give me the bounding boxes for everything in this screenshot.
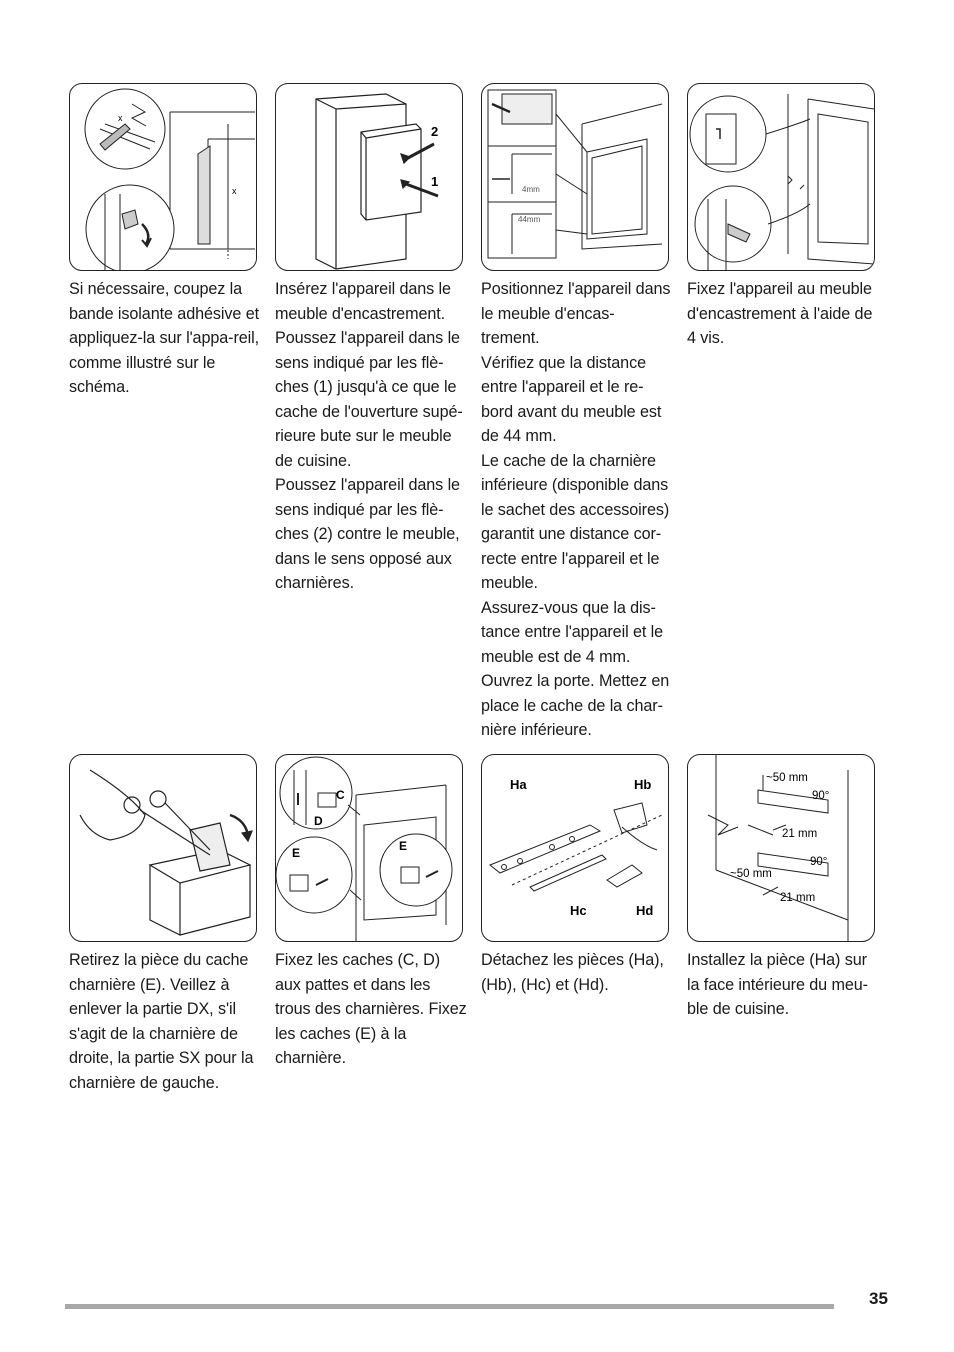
step-3-text: Positionnez l'appareil dans le meuble d'… xyxy=(481,277,673,743)
step-7-text: Détachez les pièces (Ha), (Hb), (Hc) et … xyxy=(481,948,673,997)
step-6-text: Fixez les caches (C, D) aux pattes et da… xyxy=(275,948,467,1071)
label-90deg-top: 90° xyxy=(812,790,829,802)
label-c: C xyxy=(336,788,345,802)
arrow-label-2: 2 xyxy=(431,124,438,139)
label-90deg-bottom: 90° xyxy=(810,856,827,868)
label-21mm-top: 21 mm xyxy=(782,828,817,840)
step-4-paragraph-1: Fixez l'appareil au meuble d'encastremen… xyxy=(687,280,873,347)
label-e-right: E xyxy=(399,839,407,853)
label-ha: Ha xyxy=(510,777,527,792)
illustration-insert-appliance: 2 1 xyxy=(315,93,439,270)
step-5-paragraph-1: Retirez la pièce du cache charnière (E).… xyxy=(69,951,254,1092)
label-21mm-bottom: 21 mm xyxy=(780,892,815,904)
illustration-insulating-strip: x x xyxy=(84,88,255,270)
figure-insert-appliance: 2 1 xyxy=(275,83,463,271)
figure-fix-hinge-caps: C D E E xyxy=(275,754,463,942)
step-2-text: Insérez l'appareil dans le meuble d'enca… xyxy=(275,277,467,596)
step-2-paragraph-1: Insérez l'appareil dans le meuble d'enca… xyxy=(275,280,463,470)
step-1-text: Si nécessaire, coupez la bande isolante … xyxy=(69,277,261,400)
illustration-scissors-cut xyxy=(79,769,253,936)
step-8-paragraph-1: Installez la pièce (Ha) sur la face inté… xyxy=(687,951,868,1018)
label-hd: Hd xyxy=(636,903,653,918)
label-hc: Hc xyxy=(570,903,587,918)
label-e-left: E xyxy=(292,846,300,860)
step-3-paragraph-3: Le cache de la charnière inférieure (dis… xyxy=(481,451,670,593)
illustration-parts-ha-hb-hc-hd: Ha Hb Hc Hd xyxy=(489,777,663,918)
step-8-text: Installez la pièce (Ha) sur la face inté… xyxy=(687,948,879,1022)
step-6-paragraph-1: Fixez les caches (C, D) aux pattes et da… xyxy=(275,951,467,1067)
label-d: D xyxy=(314,814,323,828)
footer-rule xyxy=(65,1304,834,1309)
figure-remove-hinge-cover-part xyxy=(69,754,257,942)
step-3-paragraph-4: Assurez-vous que la dis-tance entre l'ap… xyxy=(481,598,664,666)
step-3-paragraph-1: Positionnez l'appareil dans le meuble d'… xyxy=(481,280,671,347)
label-hb: Hb xyxy=(634,777,651,792)
step-4-text: Fixez l'appareil au meuble d'encastremen… xyxy=(687,277,879,351)
figure-install-ha: ~50 mm 90° 21 mm 90° ~50 mm 21 mm xyxy=(687,754,875,942)
illustration-fix-screws xyxy=(689,94,874,270)
page-number: 35 xyxy=(869,1289,888,1308)
label-50mm-bottom: ~50 mm xyxy=(730,868,772,880)
step-3-paragraph-2: Vérifiez que la distance entre l'apparei… xyxy=(481,353,662,446)
figure-cut-insulating-strip: x x xyxy=(69,83,257,271)
step-5-text: Retirez la pièce du cache charnière (E).… xyxy=(69,948,261,1095)
label-50mm-top: ~50 mm xyxy=(766,772,808,784)
arrow-label-1: 1 xyxy=(431,174,438,189)
step-7-paragraph-1: Détachez les pièces (Ha), (Hb), (Hc) et … xyxy=(481,951,664,994)
dimension-44mm: 44mm xyxy=(518,215,541,224)
figure-position-appliance: 4mm 44mm xyxy=(481,83,669,271)
step-2-paragraph-2: Poussez l'appareil dans le sens indiqué … xyxy=(275,476,460,592)
step-3-paragraph-5: Ouvrez la porte. Mettez en place le cach… xyxy=(481,672,670,739)
illustration-install-ha: ~50 mm 90° 21 mm 90° ~50 mm 21 mm xyxy=(707,755,849,941)
figure-fix-screws xyxy=(687,83,875,271)
illustration-position-appliance: 4mm 44mm xyxy=(487,89,663,259)
label-x-top: x xyxy=(118,113,123,123)
illustration-hinge-caps: C D E E xyxy=(276,756,453,941)
dimension-4mm: 4mm xyxy=(522,185,540,194)
step-1-paragraph-1: Si nécessaire, coupez la bande isolante … xyxy=(69,280,260,396)
label-x-side: x xyxy=(232,186,237,196)
figure-detach-parts: Ha Hb Hc Hd xyxy=(481,754,669,942)
